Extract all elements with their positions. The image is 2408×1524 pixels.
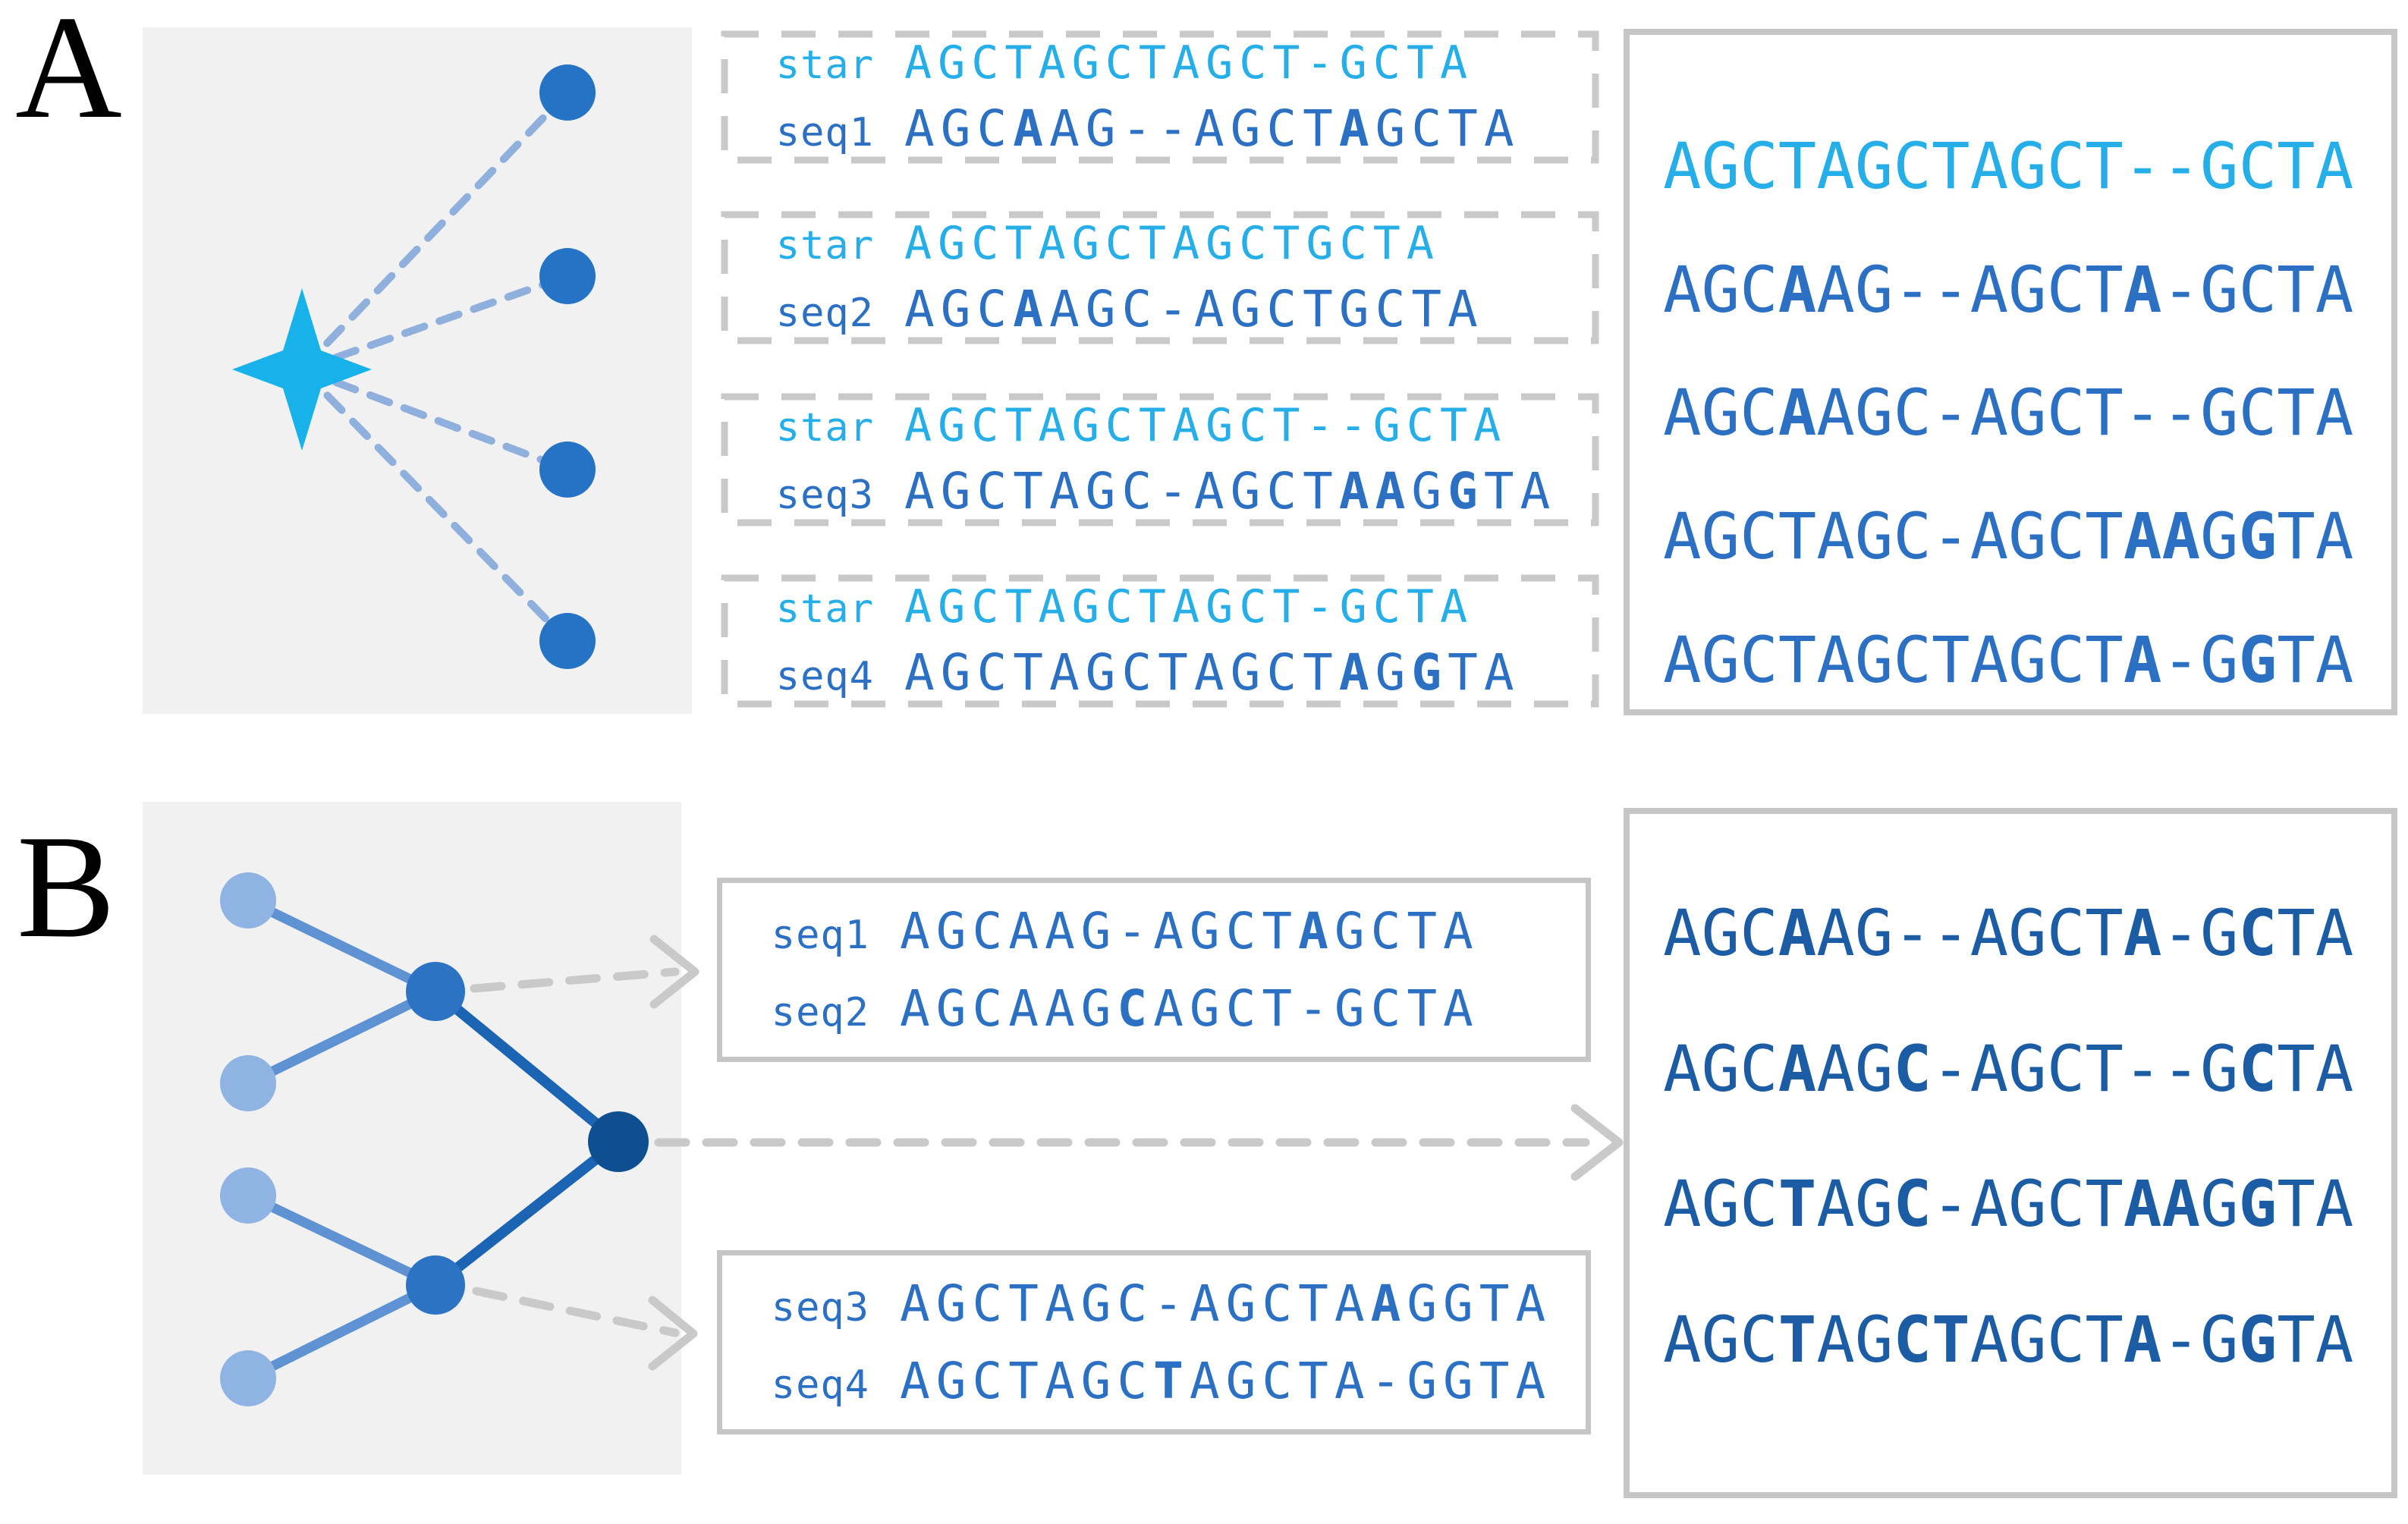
- star-connector-line: [298, 89, 571, 373]
- panel-a-label: A: [15, 0, 122, 149]
- arrowhead-icon: [649, 935, 699, 1009]
- tree-edge: [243, 895, 441, 997]
- alignment-row-seq: seq1 AGCAAG-AGCTAGCTA: [769, 904, 1586, 958]
- star-connector-line: [298, 366, 571, 645]
- leaf-node: [220, 1167, 276, 1224]
- sequence-text: AGCTAGC-AGCTAAGGTA: [900, 1274, 1552, 1334]
- sequence-label: seq2: [771, 989, 869, 1035]
- alignment-row: AGCTAGCTAGCTA-GGTA: [1663, 1306, 2391, 1375]
- dashed-border: [721, 393, 1599, 526]
- star-connector-line: [298, 366, 571, 473]
- sequence-label: seq3: [771, 1285, 869, 1331]
- sequence-text: AGCTAGC-AGCTAAGGTA: [904, 461, 1557, 520]
- sequence-text: AGCAAGC-AGCTGCTA: [904, 279, 1484, 338]
- sequence-text: AGCTAGCTAGCT-GCTA: [904, 36, 1474, 90]
- leaf-node: [220, 872, 276, 929]
- alignment-row: AGCAAG--AGCTA-GCTA: [1663, 252, 2391, 327]
- sequence-text: AGCAAGCAGCT-GCTA: [900, 979, 1479, 1038]
- tree-edge-to-root: [430, 1136, 624, 1290]
- sequence-text: AGCAAG--AGCTA-GCTA: [1663, 252, 2354, 327]
- pairwise-alignment-box-4: star AGCTAGCTAGCT-GCTA seq4 AGCTAGCTAGCTAG…: [721, 574, 1599, 708]
- sequence-text: AGCTAGC-AGCTAAGGTA: [1663, 1167, 2354, 1242]
- sequence-label: seq1: [775, 109, 874, 156]
- alignment-row: AGCTAGCTAGCTA-GGTA: [1663, 626, 2391, 695]
- dashed-border: [721, 30, 1599, 164]
- alignment-row-star: star AGCTAGCTAGCT-GCTA: [774, 39, 1599, 88]
- alignment-row: AGCAAGC-AGCT--GCTA: [1663, 1031, 2391, 1106]
- alignment-row-seq: seq2 AGCAAGC-AGCTGCTA: [774, 282, 1599, 336]
- alignment-row-seq: seq1 AGCAAG--AGCTAGCTA: [774, 102, 1599, 156]
- sequence-label: seq4: [771, 1362, 869, 1408]
- alignment-row-star: star AGCTAGCTAGCT--GCTA: [774, 401, 1599, 451]
- alignment-arrow: [470, 967, 680, 993]
- sequence-node: [539, 441, 596, 498]
- sequence-text: AGCTAGCTAGCTAGGTA: [904, 643, 1520, 702]
- arrowhead-icon: [648, 1296, 698, 1371]
- alignment-row: AGCAAG--AGCTA-GCTA: [1663, 899, 2391, 968]
- sequence-text: AGCAAG--AGCTAGCTA: [904, 99, 1520, 158]
- progressive-msa-result-box: AGCAAG--AGCTA-GCTA AGCAAGC-AGCT--GCTA AG…: [1624, 808, 2397, 1498]
- tree-edge: [243, 1280, 441, 1384]
- sequence-label: star: [775, 42, 874, 88]
- sequence-label: star: [775, 222, 874, 269]
- sequence-node: [539, 613, 596, 669]
- root-node: [588, 1111, 649, 1172]
- pairwise-alignment-box-2: star AGCTAGCTAGCTGCTA seq2 AGCAAGC-AGCTGCT…: [721, 211, 1599, 344]
- subalignment-box-seq3-seq4: seq3 AGCTAGC-AGCTAAGGTA seq4 AGCTAGCTAGCTA…: [717, 1250, 1591, 1434]
- tree-edge-to-root: [430, 986, 624, 1147]
- sequence-text: AGCTAGCTAGCTA-GGTA: [1663, 622, 2354, 697]
- alignment-row-star: star AGCTAGCTAGCTGCTA: [774, 219, 1599, 269]
- dashed-border: [721, 211, 1599, 344]
- sequence-node: [539, 248, 596, 304]
- sequence-text: AGCTAGCTAGCTA-GGTA: [1663, 1302, 2354, 1378]
- sequence-text: AGCTAGC-AGCTAAGGTA: [1663, 499, 2354, 574]
- sequence-text: AGCTAGCTAGCT-GCTA: [904, 580, 1474, 633]
- sequence-label: seq1: [771, 913, 869, 959]
- sequence-text: AGCAAG-AGCTAGCTA: [900, 902, 1479, 961]
- alignment-row: AGCTAGC-AGCTAAGGTA: [1663, 502, 2391, 571]
- sequence-text: AGCTAGCTAGCTA-GGTA: [900, 1351, 1552, 1410]
- leaf-node: [220, 1350, 276, 1406]
- arrowhead-icon: [1570, 1104, 1624, 1181]
- dashed-border: [721, 574, 1599, 708]
- star-msa-result-box: AGCTAGCTAGCT--GCTA AGCAAG--AGCTA-GCTA AG…: [1624, 29, 2397, 715]
- panel-b-label: B: [17, 805, 116, 969]
- sequence-node: [539, 64, 596, 121]
- sequence-label: seq4: [775, 653, 874, 699]
- alignment-row: AGCAAGC-AGCT--GCTA: [1663, 379, 2391, 448]
- leaf-node: [220, 1055, 276, 1111]
- sequence-text: AGCAAGC-AGCT--GCTA: [1663, 1031, 2354, 1106]
- alignment-row-seq: seq2 AGCAAGCAGCT-GCTA: [769, 979, 1586, 1038]
- alignment-row-seq: seq4 AGCTAGCTAGCTA-GGTA: [769, 1351, 1586, 1410]
- sequence-text: AGCTAGCTAGCTGCTA: [904, 216, 1440, 270]
- alignment-row: AGCTAGC-AGCTAAGGTA: [1663, 1170, 2391, 1239]
- alignment-row-star: star AGCTAGCTAGCT-GCTA: [774, 583, 1599, 632]
- sequence-text: AGCAAGC-AGCT--GCTA: [1663, 376, 2354, 451]
- sequence-label: star: [775, 586, 874, 632]
- internal-node: [406, 962, 465, 1021]
- sequence-text: AGCTAGCTAGCT--GCTA: [1663, 129, 2354, 203]
- tree-edge: [243, 1190, 441, 1290]
- pairwise-alignment-box-3: star AGCTAGCTAGCT--GCTA seq3 AGCTAGC-AGCTA…: [721, 393, 1599, 526]
- sequence-label: seq2: [775, 290, 874, 336]
- tree-edge: [243, 986, 441, 1089]
- pairwise-alignment-box-1: star AGCTAGCTAGCT-GCTA seq1 AGCAAG--AGCTAG…: [721, 30, 1599, 164]
- star-connector-line: [298, 272, 571, 373]
- alignment-arrow: [472, 1287, 680, 1337]
- sequence-label: seq3: [775, 472, 874, 518]
- alignment-row: AGCTAGCTAGCT--GCTA: [1663, 132, 2391, 201]
- sequence-label: star: [775, 404, 874, 451]
- alignment-row-seq: seq3 AGCTAGC-AGCTAAGGTA: [769, 1277, 1586, 1331]
- sequence-text: AGCTAGCTAGCT--GCTA: [904, 398, 1507, 452]
- alignment-row-seq: seq4 AGCTAGCTAGCTAGGTA: [774, 646, 1599, 699]
- internal-node: [406, 1255, 465, 1315]
- star-center-node: [232, 288, 372, 451]
- sequence-text: AGCAAG--AGCTA-GCTA: [1663, 896, 2354, 970]
- panel-a-star-background: [143, 27, 692, 714]
- subalignment-box-seq1-seq2: seq1 AGCAAG-AGCTAGCTA seq2 AGCAAGCAGCT-GCT…: [717, 878, 1591, 1062]
- alignment-row-seq: seq3 AGCTAGC-AGCTAAGGTA: [774, 464, 1599, 518]
